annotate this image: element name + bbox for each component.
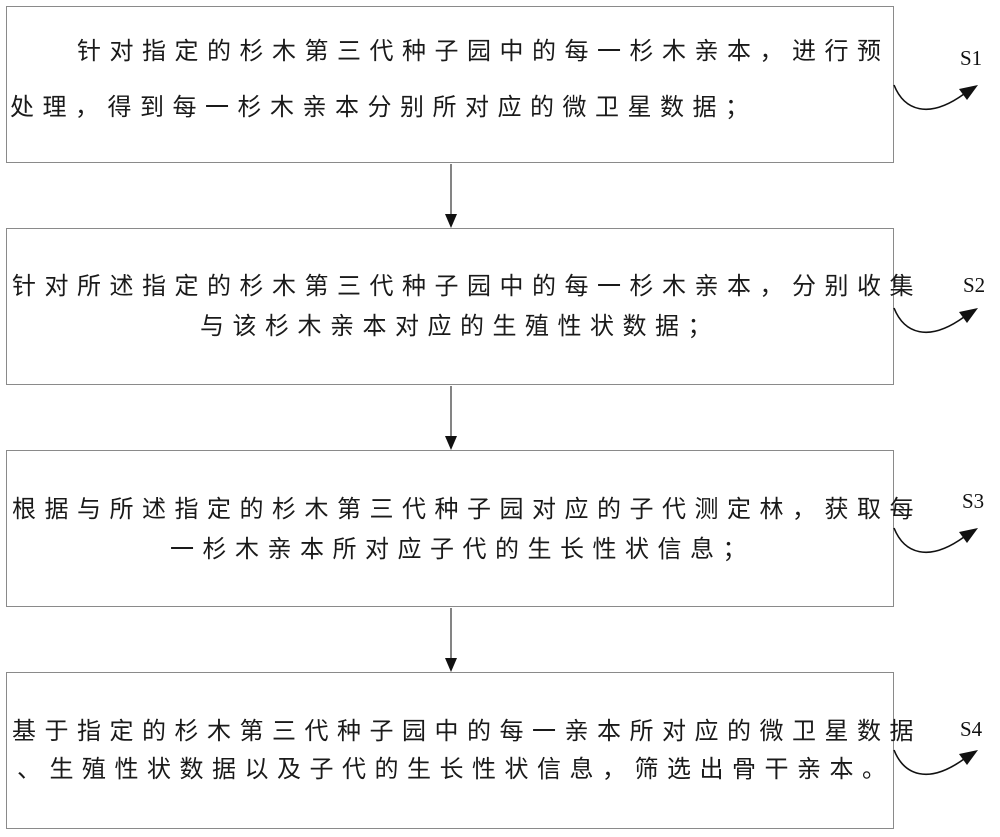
step-label-s4: S4: [960, 717, 983, 741]
flow-arrow-s1-s2: [445, 164, 457, 228]
step-label-s3: S3: [962, 489, 985, 513]
step-s1-line-2: 处理，得到每一杉木亲本分别所对应的微卫星数据；: [10, 93, 758, 121]
step-s4-line-2: 、生殖性状数据以及子代的生长性状信息，筛选出骨干亲本。: [17, 755, 895, 783]
step-box-s1: 针对指定的杉木第三代种子园中的每一杉木亲本，进行预 处理，得到每一杉木亲本分别所…: [6, 6, 894, 163]
step-box-s2: 针对所述指定的杉木第三代种子园中的每一杉木亲本，分别收集 与该杉木亲本对应的生殖…: [6, 228, 914, 385]
leader-arrow-s2: [893, 307, 978, 334]
step-s3-line-2: 一杉木亲本所对应子代的生长性状信息；: [170, 535, 755, 563]
leader-arrow-s4: [893, 749, 978, 776]
arrowhead-icon: [445, 436, 457, 450]
leader-arrow-s3: [893, 527, 978, 554]
arrowhead-icon: [959, 750, 978, 765]
step-s2-line-1: 针对所述指定的杉木第三代种子园中的每一杉木亲本，分别收集: [12, 272, 922, 300]
step-box-s4: 基于指定的杉木第三代种子园中的每一亲本所对应的微卫星数据 、生殖性状数据以及子代…: [6, 672, 914, 829]
arrowhead-icon: [959, 85, 978, 100]
flow-arrow-s2-s3: [445, 386, 457, 450]
step-label-s1: S1: [960, 46, 983, 70]
step-s3-line-1: 根据与所述指定的杉木第三代种子园对应的子代测定林，获取每: [12, 495, 922, 523]
step-s4-line-1: 基于指定的杉木第三代种子园中的每一亲本所对应的微卫星数据: [12, 717, 922, 745]
flow-arrow-s3-s4: [445, 608, 457, 672]
leader-arrow-s1: [893, 84, 978, 111]
arrowhead-icon: [959, 528, 978, 543]
arrowhead-icon: [445, 658, 457, 672]
step-box-s3: 根据与所述指定的杉木第三代种子园对应的子代测定林，获取每 一杉木亲本所对应子代的…: [6, 450, 914, 607]
step-label-s2: S2: [963, 273, 986, 297]
arrowhead-icon: [959, 308, 978, 323]
step-s1-line-1: 针对指定的杉木第三代种子园中的每一杉木亲本，进行预: [77, 37, 890, 65]
step-s2-line-2: 与该杉木亲本对应的生殖性状数据；: [200, 312, 720, 340]
arrowhead-icon: [445, 214, 457, 228]
